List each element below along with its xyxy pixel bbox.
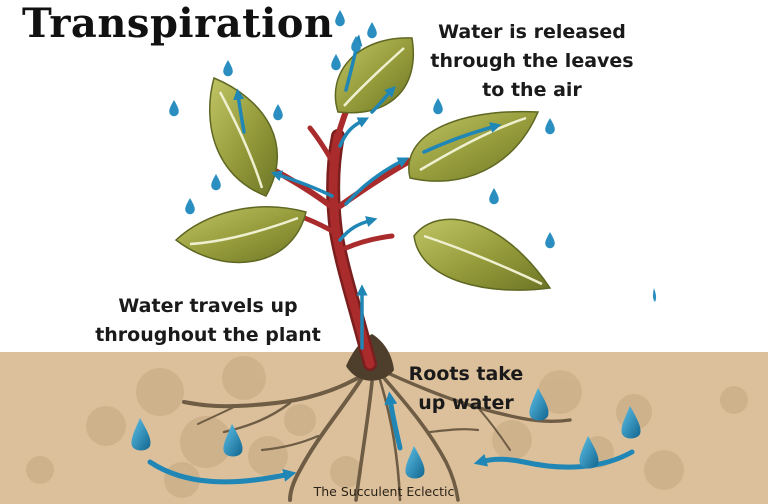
label-line: Roots take	[408, 363, 524, 385]
label-line: up water	[418, 392, 514, 414]
label-line: Water travels up	[118, 295, 298, 317]
leaf-upper-right	[408, 110, 540, 182]
label-roots-take-water: Roots take up water	[404, 360, 528, 418]
plant-stem	[259, 75, 429, 371]
label-water-released-leaves: Water is released through the leaves to …	[426, 18, 638, 105]
credit-text: The Succulent Eclectic	[313, 484, 455, 499]
label-line: through the leaves	[430, 50, 634, 72]
leaf-lower-left	[174, 206, 307, 264]
air-water-drops	[169, 10, 657, 302]
label-water-travels-up: Water travels up throughout the plant	[92, 292, 324, 350]
leaf-lower-right	[413, 218, 552, 291]
label-line: Water is released	[438, 21, 626, 43]
plant-leaves	[174, 37, 552, 291]
soil-water-drops	[131, 388, 641, 479]
label-line: to the air	[482, 79, 582, 101]
soil-water-arrows	[147, 391, 635, 485]
label-line: throughout the plant	[95, 324, 321, 346]
diagram-title: Transpiration	[22, 0, 334, 47]
leaf-top	[334, 37, 414, 114]
plant-roots	[182, 370, 572, 502]
leaf-upper-left	[208, 76, 278, 197]
